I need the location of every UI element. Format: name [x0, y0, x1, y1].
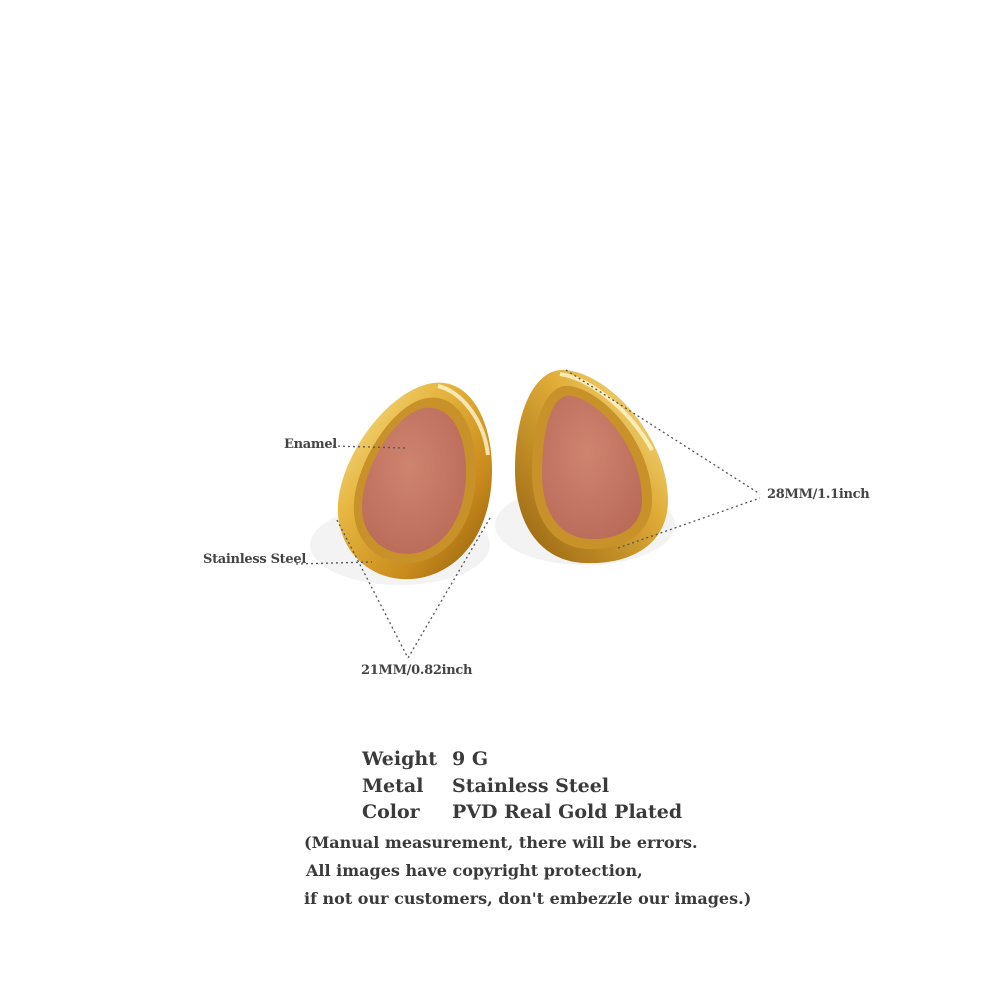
spec-value: 9 G: [452, 748, 489, 770]
spec-label: Metal: [362, 775, 424, 797]
right-earring: [515, 369, 668, 564]
enamel-label: Enamel: [284, 437, 337, 452]
spec-label: Weight: [362, 748, 437, 770]
width-dimension-label: 21MM/0.82inch: [361, 663, 473, 678]
disclaimer-line: All images have copyright protection,: [306, 861, 643, 880]
stainless-steel-label: Stainless Steel: [203, 552, 306, 567]
dimension-lines: [295, 369, 761, 659]
spec-value: PVD Real Gold Plated: [452, 801, 683, 823]
disclaimer-line: if not our customers, don't embezzle our…: [304, 889, 752, 908]
height-dimension-label: 28MM/1.1inch: [767, 487, 870, 502]
spec-label: Color: [362, 801, 420, 823]
left-earring: [337, 382, 492, 580]
spec-value: Stainless Steel: [452, 775, 610, 797]
enamel-inlay: [542, 395, 642, 540]
enamel-inlay: [361, 407, 466, 554]
disclaimer-line: (Manual measurement, there will be error…: [304, 833, 698, 852]
